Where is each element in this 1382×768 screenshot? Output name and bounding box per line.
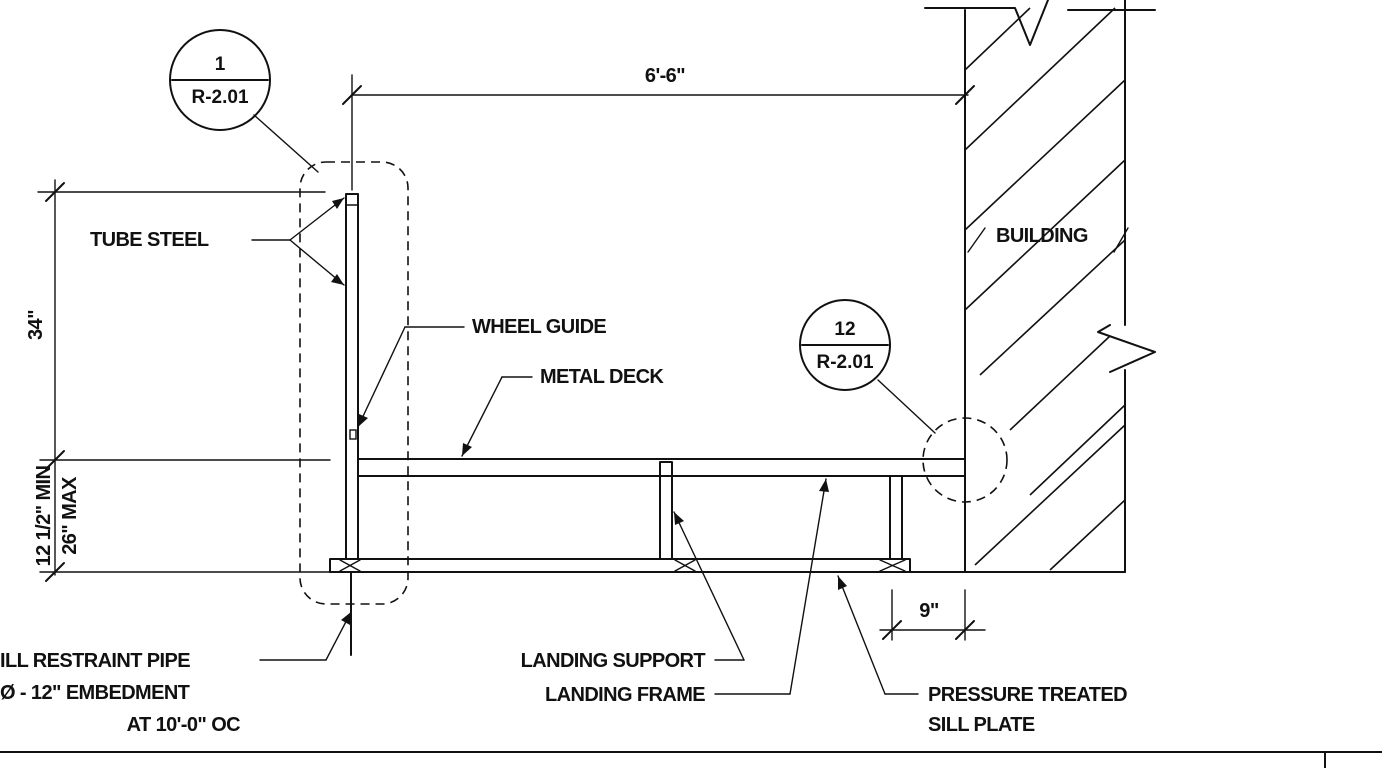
metal-deck-text: METAL DECK xyxy=(540,366,664,388)
landing-support-text: LANDING SUPPORT xyxy=(521,650,706,672)
dimension-width: 6'-6" xyxy=(342,65,975,191)
title-block-border xyxy=(0,751,1382,768)
dimension-edge: 9" xyxy=(879,589,986,641)
label-pressure-treated: PRESSURE TREATED SILL PLATE xyxy=(837,575,1128,736)
width-dim-text: 6'-6" xyxy=(645,65,685,87)
label-wheel-guide: WHEEL GUIDE xyxy=(357,316,607,428)
pressure-treated-line2: SILL PLATE xyxy=(928,714,1035,736)
edge-dim-text: 9" xyxy=(919,600,939,622)
pressure-treated-line1: PRESSURE TREATED xyxy=(928,684,1127,706)
callout-12-number: 12 xyxy=(834,319,855,340)
deck-dim-min-text: 12 1/2" MIN xyxy=(33,465,55,566)
label-landing-support: LANDING SUPPORT xyxy=(521,511,745,672)
callout-12-sheet: R-2.01 xyxy=(816,352,873,373)
sill-restraint-line1: ILL RESTRAINT PIPE xyxy=(0,650,190,672)
callout-bubble-12: 12 R-2.01 xyxy=(799,299,936,434)
wall-hatching xyxy=(964,7,1126,571)
sill-restraint-line3: AT 10'-0" OC xyxy=(127,714,241,736)
tube-steel-text: TUBE STEEL xyxy=(90,229,209,251)
label-landing-frame: LANDING FRAME xyxy=(545,478,829,706)
tube-steel-post xyxy=(345,193,359,656)
deck-dim-max-text: 26" MAX xyxy=(59,476,81,555)
detail-1-outline xyxy=(299,161,409,605)
label-metal-deck: METAL DECK xyxy=(461,366,665,457)
landing-frame-text: LANDING FRAME xyxy=(545,684,705,706)
callout-1-number: 1 xyxy=(215,54,226,75)
label-sill-restraint: ILL RESTRAINT PIPE Ø - 12" EMBEDMENT AT … xyxy=(0,611,352,736)
building-wall xyxy=(924,0,1156,573)
wheel-guide-text: WHEEL GUIDE xyxy=(472,316,606,338)
callout-bubble-1: 1 R-2.01 xyxy=(169,29,319,173)
label-building: BUILDING xyxy=(967,225,1129,253)
sill-plate xyxy=(329,558,911,573)
building-text: BUILDING xyxy=(996,225,1088,247)
height-dim-text: 34" xyxy=(25,310,47,340)
landing-support-posts xyxy=(659,461,903,560)
detail-12-outline xyxy=(922,417,1008,503)
sill-restraint-line2: Ø - 12" EMBEDMENT xyxy=(0,682,190,704)
dimension-height: 34" 12 1/2" MIN 26" MAX xyxy=(25,179,331,582)
label-tube-steel: TUBE STEEL xyxy=(90,197,345,286)
callout-1-sheet: R-2.01 xyxy=(191,87,248,108)
